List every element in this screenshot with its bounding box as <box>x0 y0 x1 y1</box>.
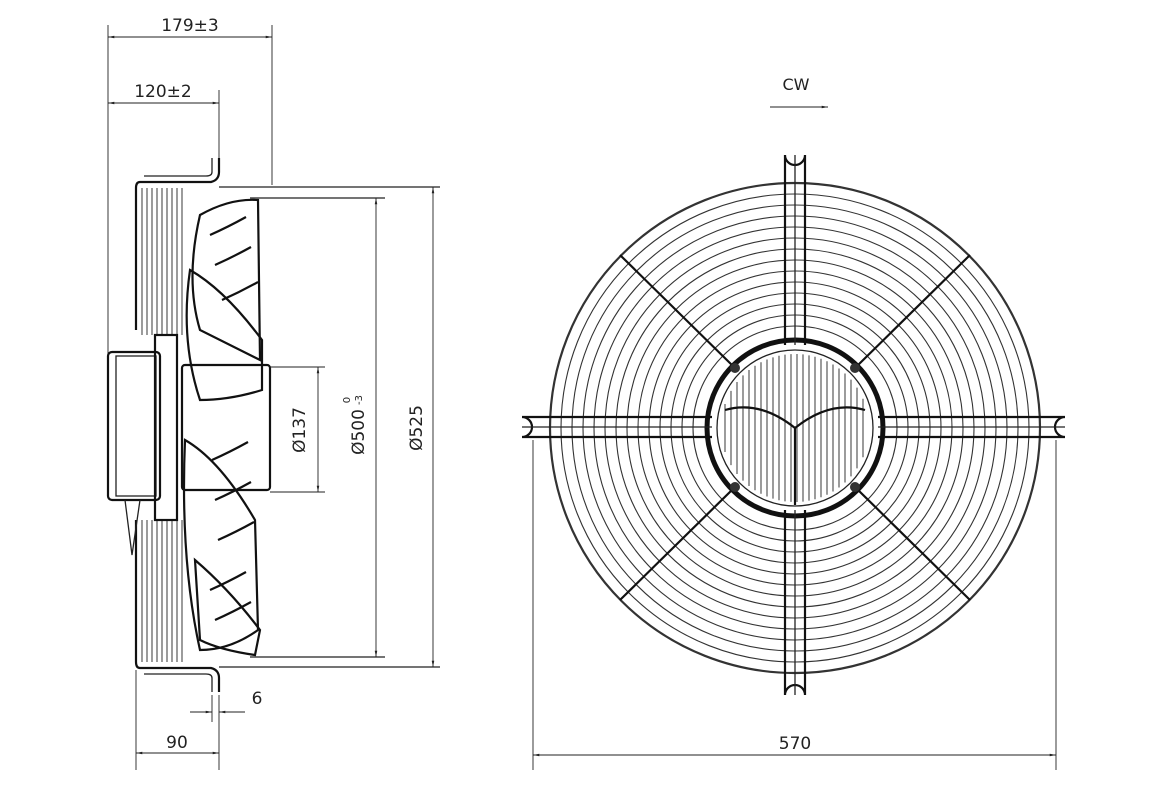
blade-slot <box>209 216 247 237</box>
svg-text:CW: CW <box>783 75 810 94</box>
blade-slot <box>214 601 252 622</box>
blade-slot <box>214 481 252 502</box>
blade-slot <box>214 246 252 267</box>
svg-text:179±3: 179±3 <box>161 16 219 36</box>
motor-hub <box>704 337 886 519</box>
dimension-flange-thickness: 6 <box>190 689 263 714</box>
mount-screw <box>850 482 860 492</box>
blade-slot <box>209 571 247 592</box>
front-view: CW 570 <box>521 75 1066 770</box>
guard-diagonal-strut <box>619 254 736 369</box>
side-view: 179±3 120±2 <box>106 16 440 770</box>
mount-screw <box>850 363 860 373</box>
mount-screw <box>730 482 740 492</box>
guard-diagonal-strut <box>854 486 971 601</box>
dimension-overall-width: 570 <box>532 440 1057 770</box>
blade-slot <box>211 441 249 462</box>
guard-struts <box>521 154 1066 696</box>
guard-rings <box>548 181 1042 675</box>
svg-text:120±2: 120±2 <box>134 82 192 102</box>
svg-text:6: 6 <box>252 689 263 709</box>
svg-text:Ø525: Ø525 <box>407 405 427 451</box>
dimension-hub-diameter: Ø137 <box>270 366 325 493</box>
dimension-base-depth: 90 <box>136 733 219 755</box>
dimension-overall-depth: 179±3 <box>108 16 272 39</box>
blade-slot <box>221 281 259 302</box>
blade-slot <box>217 521 255 542</box>
motor-body <box>106 333 272 556</box>
housing-fins <box>141 188 183 662</box>
impeller-blades <box>182 198 264 657</box>
svg-text:90: 90 <box>166 733 188 753</box>
svg-text:0: 0 <box>342 397 353 403</box>
rotation-indicator: CW <box>770 75 828 109</box>
mount-screw <box>730 363 740 373</box>
dimension-housing-diameter: Ø525 <box>407 187 435 667</box>
svg-text:-3: -3 <box>354 395 365 405</box>
svg-text:Ø137: Ø137 <box>290 407 310 453</box>
svg-text:Ø500: Ø500 <box>349 409 369 455</box>
guard-diagonal-strut <box>619 486 736 601</box>
housing-outline <box>134 158 440 692</box>
guard-diagonal-strut <box>854 254 971 369</box>
svg-text:570: 570 <box>779 734 811 754</box>
dimension-mount-depth: 120±2 <box>108 82 219 105</box>
dimension-impeller-diameter: Ø500 0 -3 <box>342 198 378 657</box>
